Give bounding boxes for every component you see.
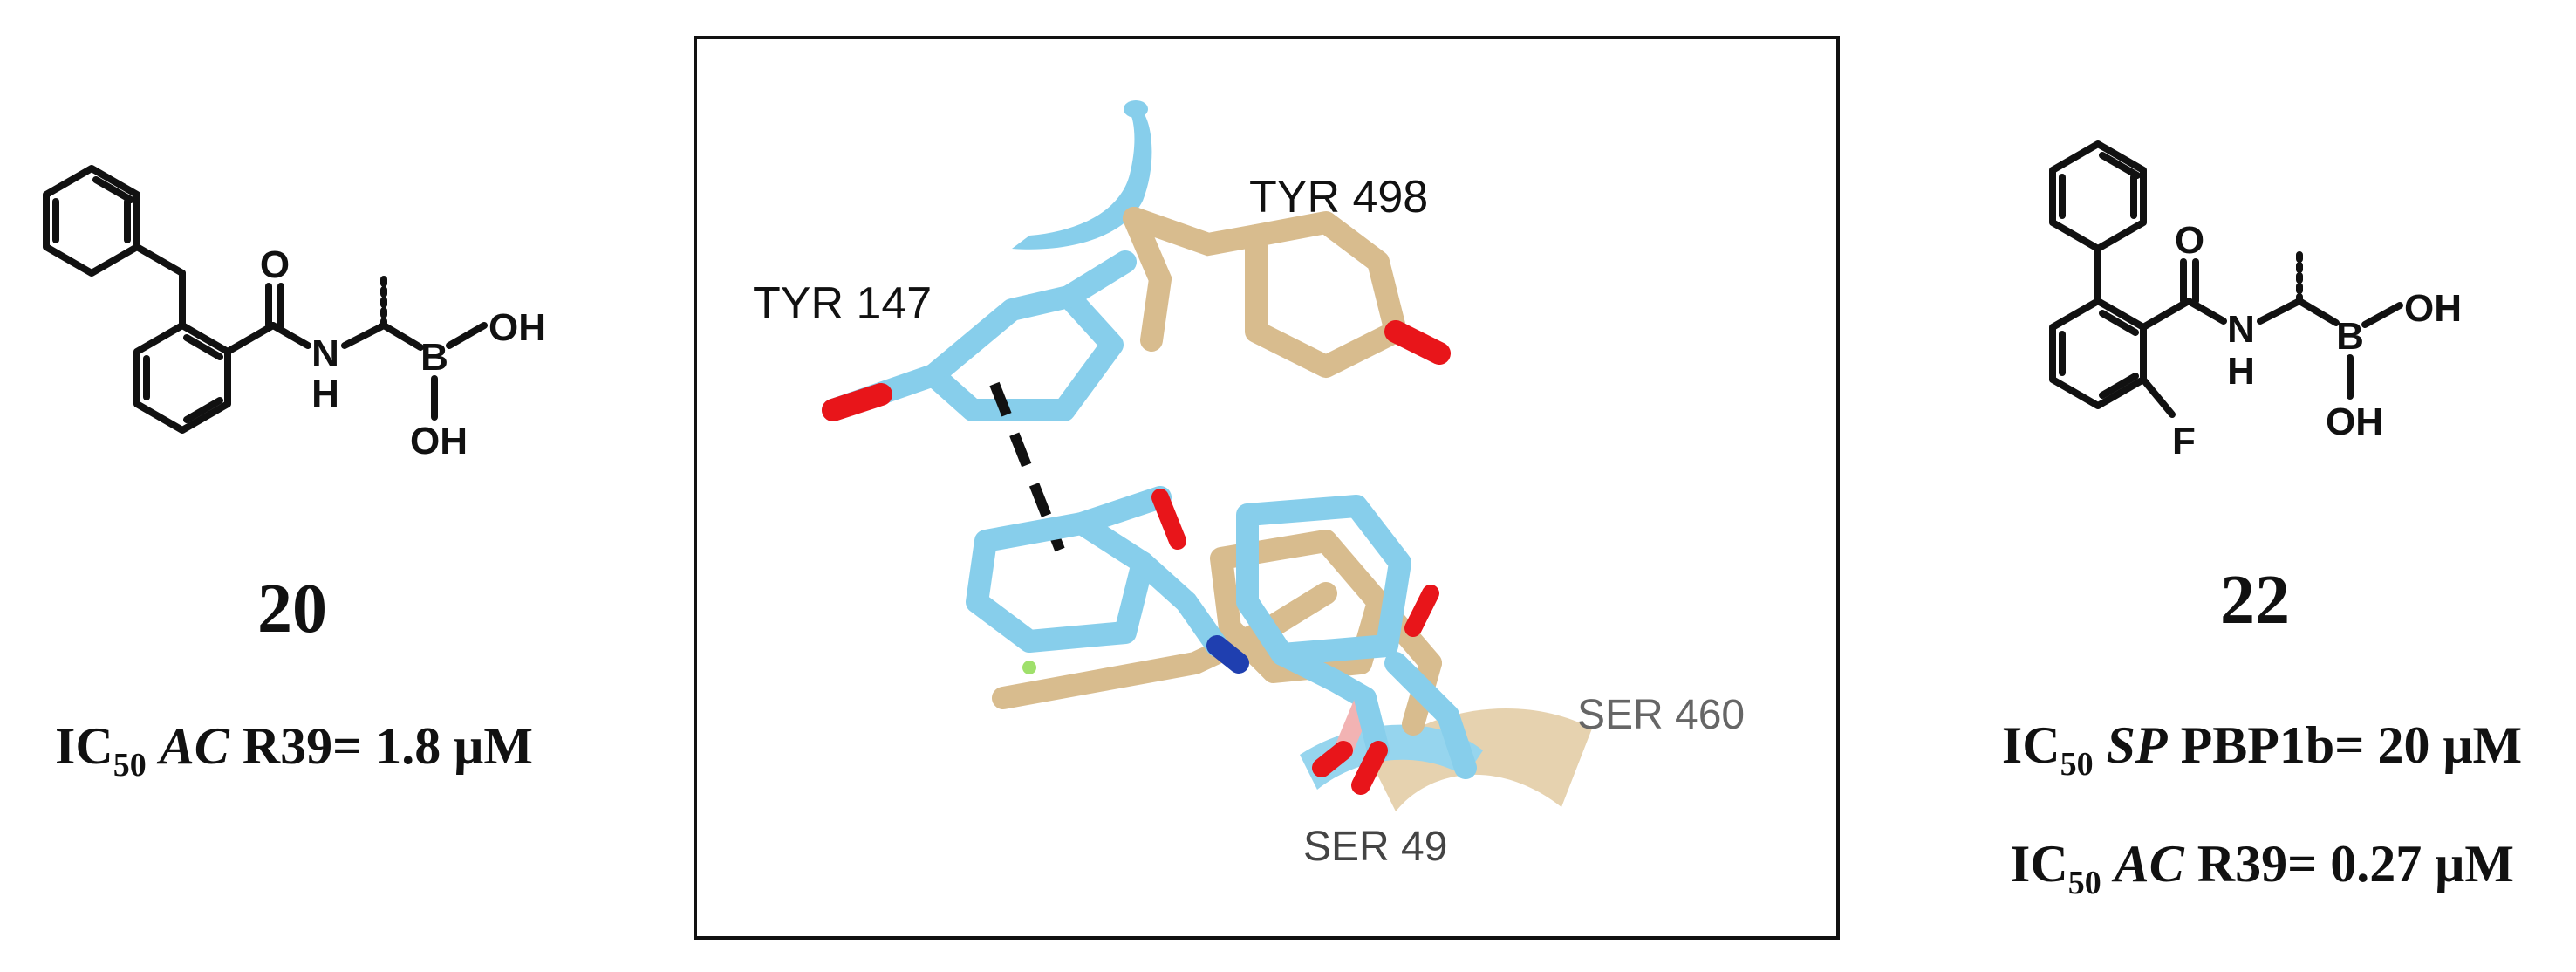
nitrogen-label: N — [311, 332, 339, 375]
hydroxyl-top-label: OH — [2404, 287, 2462, 330]
compound-22-structure: F O N H B OH OH — [2049, 140, 2462, 462]
oxygen-label: O — [260, 243, 290, 286]
blue-ligand — [966, 486, 1477, 795]
hydroxyl-top-label: OH — [489, 306, 546, 349]
nitrogen-label: N — [2227, 308, 2255, 351]
hydrogen-label: H — [2227, 350, 2255, 393]
tyr147-label: TYR 147 — [753, 278, 932, 329]
ser49-label: SER 49 — [1303, 824, 1447, 870]
fluorine-label: F — [2172, 420, 2196, 462]
compound-20-number: 20 — [257, 571, 327, 647]
hydrogen-label: H — [311, 373, 339, 415]
hydroxyl-bottom-label: OH — [410, 420, 468, 462]
pi-stacking-line — [989, 381, 1065, 552]
blue-ribbon-curl — [1012, 104, 1152, 250]
boron-label: B — [420, 336, 448, 379]
oxygen-label: O — [2175, 219, 2204, 262]
tyr498-label: TYR 498 — [1249, 172, 1428, 222]
compound-22-number: 22 — [2220, 562, 2290, 639]
tyr498-residue — [1123, 207, 1451, 378]
docking-panel: TYR 147 TYR 498 SER 460 SER 49 — [694, 36, 1840, 940]
tyr147-residue — [822, 250, 1137, 421]
ser460-label: SER 460 — [1577, 692, 1745, 738]
compound-20-activity: IC50 AC R39= 1.8 μM — [55, 717, 533, 784]
compound-20-structure: O N H B OH OH — [43, 165, 546, 462]
hydroxyl-bottom-label: OH — [2326, 400, 2383, 443]
boron-label: B — [2336, 315, 2364, 358]
blue-ribbon-tip — [1124, 100, 1148, 118]
compound-22-activity-ac: IC50 AC R39= 0.27 μM — [2010, 835, 2514, 901]
compound-22-activity-sp: IC50 SP PBP1b= 20 μM — [2002, 716, 2522, 783]
